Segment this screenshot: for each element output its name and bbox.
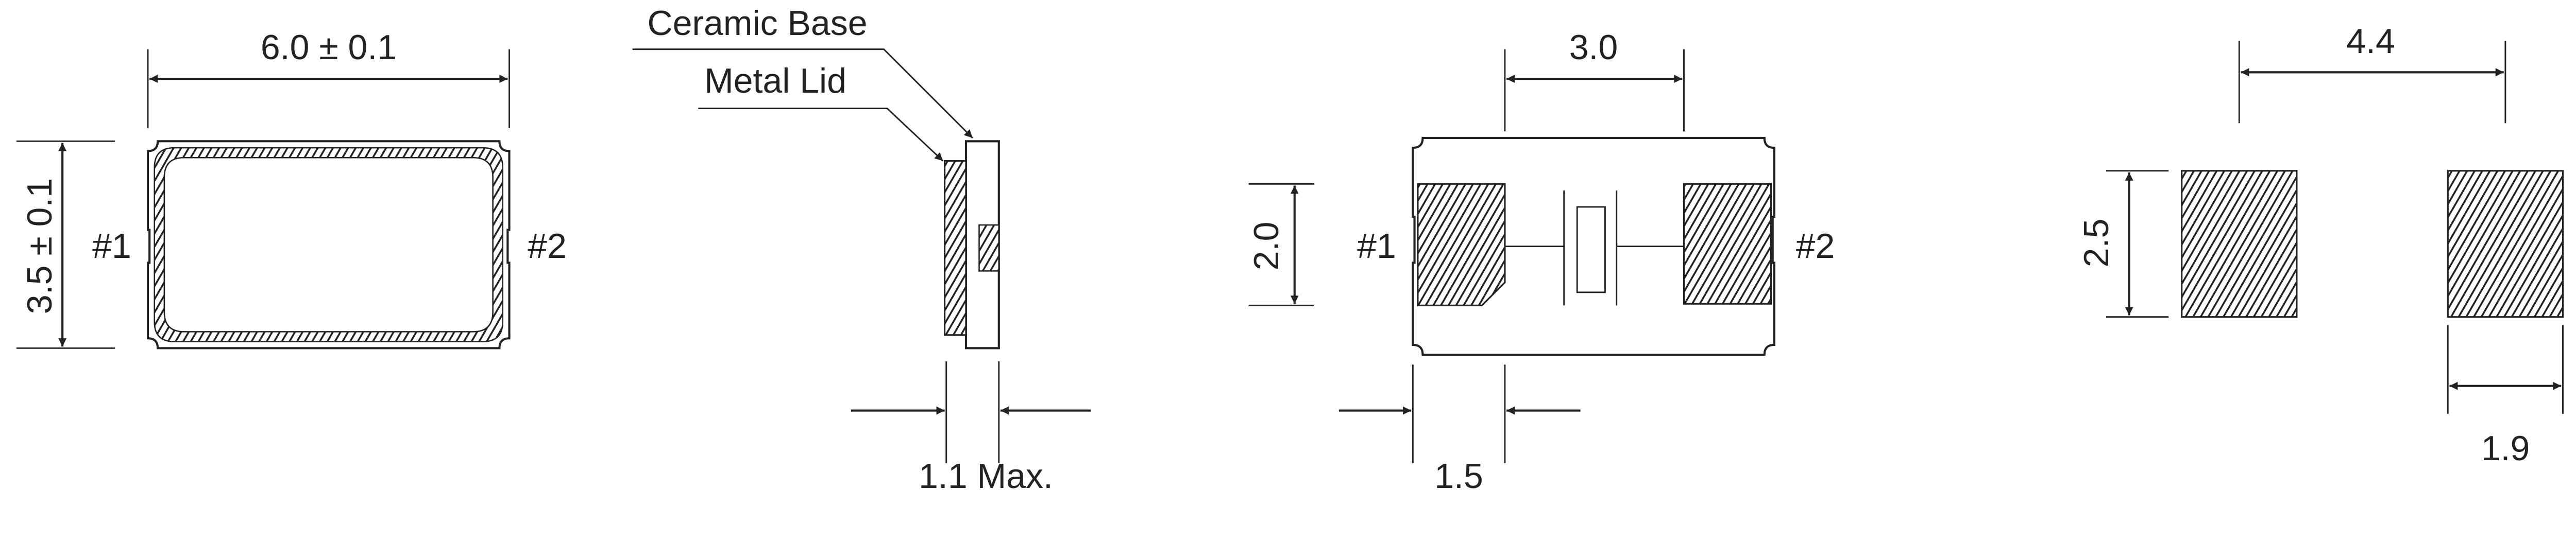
crystal-symbol [1576,206,1606,293]
ceramic-base-label: Ceramic Base [647,4,868,43]
bottom-view [1248,49,1775,463]
land-pad-1 [2181,170,2298,318]
pad-2 [1683,183,1772,305]
land-pattern [2106,41,2564,414]
crystal-package-drawing: 6.0 ± 0.1 3.5 ± 0.1 #1 #2 Ceramic Base M… [16,4,2564,496]
metal-lid-label: Metal Lid [704,61,846,100]
width-dimension-label: 6.0 ± 0.1 [260,28,397,67]
terminal [978,224,1000,272]
metal-lid-leader [698,108,944,162]
ceramic-base-leader [632,48,973,138]
pad-spacing-label: 3.0 [1569,28,1618,67]
pad-1 [1417,183,1506,306]
seal-ring [154,147,504,342]
top-view [16,49,511,350]
pin-1-label: #1 [1357,227,1396,266]
pin-2-label: #2 [1795,227,1835,266]
land-pad-2 [2447,170,2564,318]
span-label: 4.4 [2346,21,2395,61]
package-outline [146,140,511,350]
thickness-dimension-label: 1.1 Max. [919,456,1053,496]
pin-1-label: #1 [92,227,131,266]
package-outline [1412,136,1775,356]
metal-lid [943,160,967,336]
pad-width-label: 1.5 [1434,456,1483,496]
height-dimension-label: 3.5 ± 0.1 [20,178,59,315]
pin-2-label: #2 [528,227,567,266]
land-width-label: 1.9 [2481,428,2530,468]
land-height-label: 2.5 [2077,219,2116,268]
side-view [632,48,1091,463]
pad-height-label: 2.0 [1247,221,1286,271]
drawing-geometry [16,41,2564,463]
